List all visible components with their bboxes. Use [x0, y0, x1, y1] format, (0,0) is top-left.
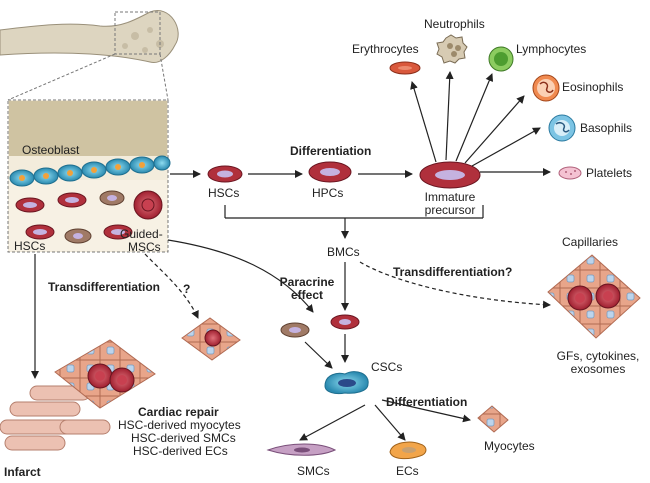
neutrophils-label: Neutrophils: [424, 17, 485, 31]
mscs-label: MSCs: [128, 240, 161, 254]
immature-precursor-cell: [419, 161, 481, 189]
infarct-label: Infarct: [4, 465, 41, 479]
repair-line-2: HSC-derived SMCs: [131, 431, 236, 445]
precursor-label: precursor: [424, 203, 476, 217]
flow-arrows: [31, 239, 551, 441]
smc-cell: [266, 443, 337, 456]
paracrine-red-cell: [330, 314, 360, 330]
exosomes-label: exosomes: [570, 362, 626, 376]
platelet-cell: [558, 166, 582, 180]
hpcs-label: HPCs: [312, 186, 344, 200]
cardiac-repair-tissue: [54, 339, 156, 409]
guided-label: Guided-: [120, 227, 163, 241]
cardiac-repair-label: Cardiac repair: [138, 405, 219, 419]
question-label: ?: [183, 282, 191, 296]
myocyte-cell: [477, 405, 509, 433]
erythrocytes-label: Erythrocytes: [352, 42, 419, 56]
eosinophils-label: Eosinophils: [562, 80, 624, 94]
basophils-label: Basophils: [580, 121, 633, 135]
effect-label: effect: [290, 288, 323, 302]
bmc-bracket: [224, 205, 484, 239]
immature-label: Immature: [424, 190, 476, 204]
bone-illustration: [0, 10, 179, 101]
neutrophil-cell: [436, 34, 468, 64]
hpc-cell: [308, 161, 352, 183]
hscs-label: HSCs: [208, 186, 240, 200]
basophil-cell: [548, 114, 576, 142]
lymphocytes-label: Lymphocytes: [516, 42, 587, 56]
differentiation-top-label: Differentiation: [290, 144, 372, 158]
blood-cell-arrows: [410, 71, 551, 176]
paracrine-tan-cell: [280, 322, 310, 338]
hsc-cell: [207, 165, 243, 183]
bmcs-label: BMCs: [327, 245, 360, 259]
ec-cell: [389, 441, 427, 460]
paracrine-label: Paracrine: [279, 275, 335, 289]
transdifferentiation-left-label: Transdifferentiation: [48, 280, 161, 294]
csc-cell: [324, 371, 369, 395]
cscs-label: CSCs: [371, 360, 403, 374]
lymphocyte-cell: [488, 46, 514, 72]
capillaries-tissue: [547, 254, 641, 339]
gfs-label: GFs, cytokines,: [556, 349, 640, 363]
transdifferentiation-right-label: Transdifferentiation?: [393, 265, 513, 279]
osteoblast-label: Osteoblast: [22, 143, 80, 157]
repair-line-1: HSC-derived myocytes: [118, 418, 241, 432]
osteoblast-layer: [9, 155, 171, 187]
repair-line-3: HSC-derived ECs: [133, 444, 228, 458]
erythrocyte-cell: [389, 61, 421, 75]
niche-hscs-label: HSCs: [14, 239, 46, 253]
ecs-label: ECs: [396, 464, 419, 478]
eosinophil-cell: [532, 74, 560, 102]
transdiff-tissue: [181, 317, 241, 361]
myocytes-label: Myocytes: [484, 439, 535, 453]
platelets-label: Platelets: [586, 166, 633, 180]
differentiation-bottom-label: Differentiation: [386, 395, 468, 409]
capillaries-label: Capillaries: [562, 235, 619, 249]
niche-cells: [15, 190, 163, 244]
smcs-label: SMCs: [297, 464, 330, 478]
